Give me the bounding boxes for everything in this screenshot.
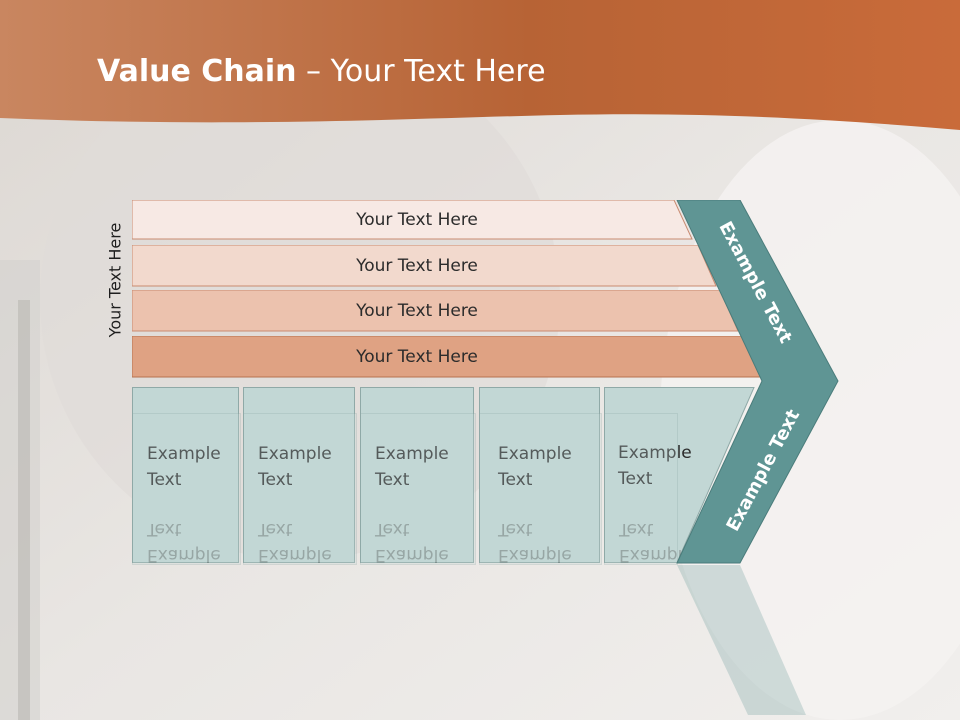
chevron-reflection — [677, 565, 806, 715]
row-1-label: Your Text Here — [356, 210, 478, 230]
slide-title: Value Chain – Your Text Here — [97, 54, 546, 89]
side-label-text: Your Text Here — [105, 222, 125, 338]
chevron-shape — [676, 200, 839, 564]
title-rest: – Your Text Here — [296, 54, 546, 89]
title-bold: Value Chain — [97, 54, 297, 89]
row-2-label: Your Text Here — [356, 256, 478, 276]
row-4-label: Your Text Here — [356, 347, 478, 367]
row-2-shape — [132, 245, 717, 287]
row-3-label: Your Text Here — [356, 301, 478, 321]
row-1-shape — [132, 200, 693, 240]
side-label: Your Text Here — [102, 205, 128, 355]
